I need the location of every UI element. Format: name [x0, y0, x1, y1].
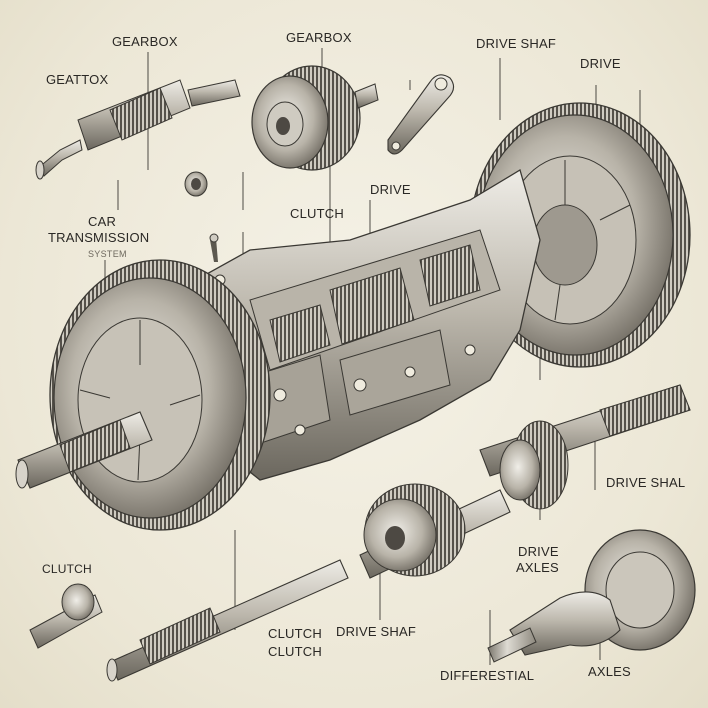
- label-drive-axles-2: AXLES: [516, 560, 559, 575]
- label-gearbox-center: GEARBOX: [286, 30, 352, 45]
- label-axles: AXLES: [588, 664, 631, 679]
- title-line-3: SYSTEM: [88, 249, 127, 259]
- label-gearbox-top-left: GEATTOX: [46, 72, 109, 87]
- label-drive-shaft-top: DRIVE SHAF: [476, 36, 557, 51]
- output-shaft-right: [479, 384, 691, 510]
- differential-housing: [487, 529, 696, 663]
- title-line-2: TRANSMISSION: [48, 230, 150, 245]
- label-drive-top-right: DRIVE: [580, 56, 621, 71]
- output-shaft-left: [15, 411, 153, 489]
- clutch-shaft-long: [106, 559, 349, 682]
- label-clutch-mid: CLUTCH: [290, 206, 344, 221]
- label-drive-shaft-right: DRIVE SHAL: [606, 475, 686, 490]
- label-clutch-bottom-1: CLUTCH: [268, 626, 322, 641]
- small-collar: [184, 171, 208, 197]
- label-drive-mid: DRIVE: [370, 182, 411, 197]
- bracket-part: [387, 74, 455, 155]
- label-differential: DIFFERESTIAL: [440, 668, 535, 683]
- label-gearbox-left: GEARBOX: [112, 34, 178, 49]
- label-drive-axles-1: DRIVE: [518, 544, 559, 559]
- label-clutch-bottom-2: CLUTCH: [268, 644, 322, 659]
- label-drive-shaft-bottom: DRIVE SHAF: [336, 624, 417, 639]
- title-line-1: CAR: [88, 214, 117, 229]
- ring-gear-left: [49, 259, 271, 531]
- drive-shaft-lower: [359, 483, 511, 579]
- clutch-shaft-small: [29, 583, 103, 649]
- input-shaft-small: [35, 79, 241, 180]
- gearbox-gear-top: [251, 65, 379, 171]
- label-clutch-left: CLUTCH: [42, 562, 92, 576]
